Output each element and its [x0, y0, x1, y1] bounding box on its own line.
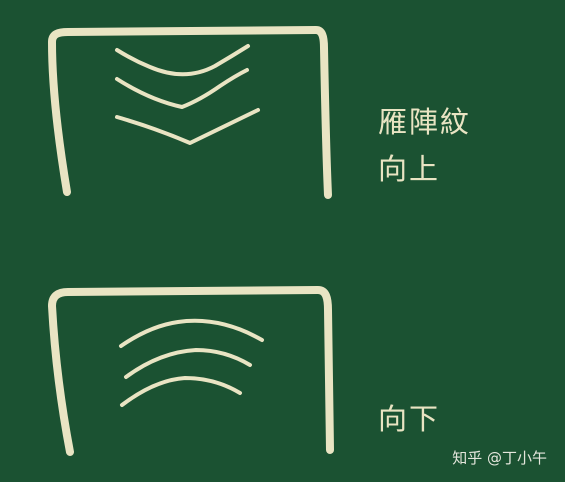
top-stripe-1	[115, 44, 250, 77]
bottom-stripe-3	[120, 376, 242, 407]
top-label-pattern-name: 雁陣紋	[378, 105, 472, 139]
top-label-direction: 向上	[378, 152, 441, 186]
bottom-stripe-2	[124, 348, 252, 379]
bottom-box-frame	[48, 286, 334, 456]
top-stripe-3	[115, 108, 260, 145]
bottom-stripe-1	[119, 318, 264, 348]
bottom-label-direction: 向下	[378, 402, 441, 436]
top-box-frame	[48, 26, 332, 199]
top-stripe-2	[115, 68, 249, 109]
watermark: 知乎 @丁小午	[452, 449, 547, 467]
